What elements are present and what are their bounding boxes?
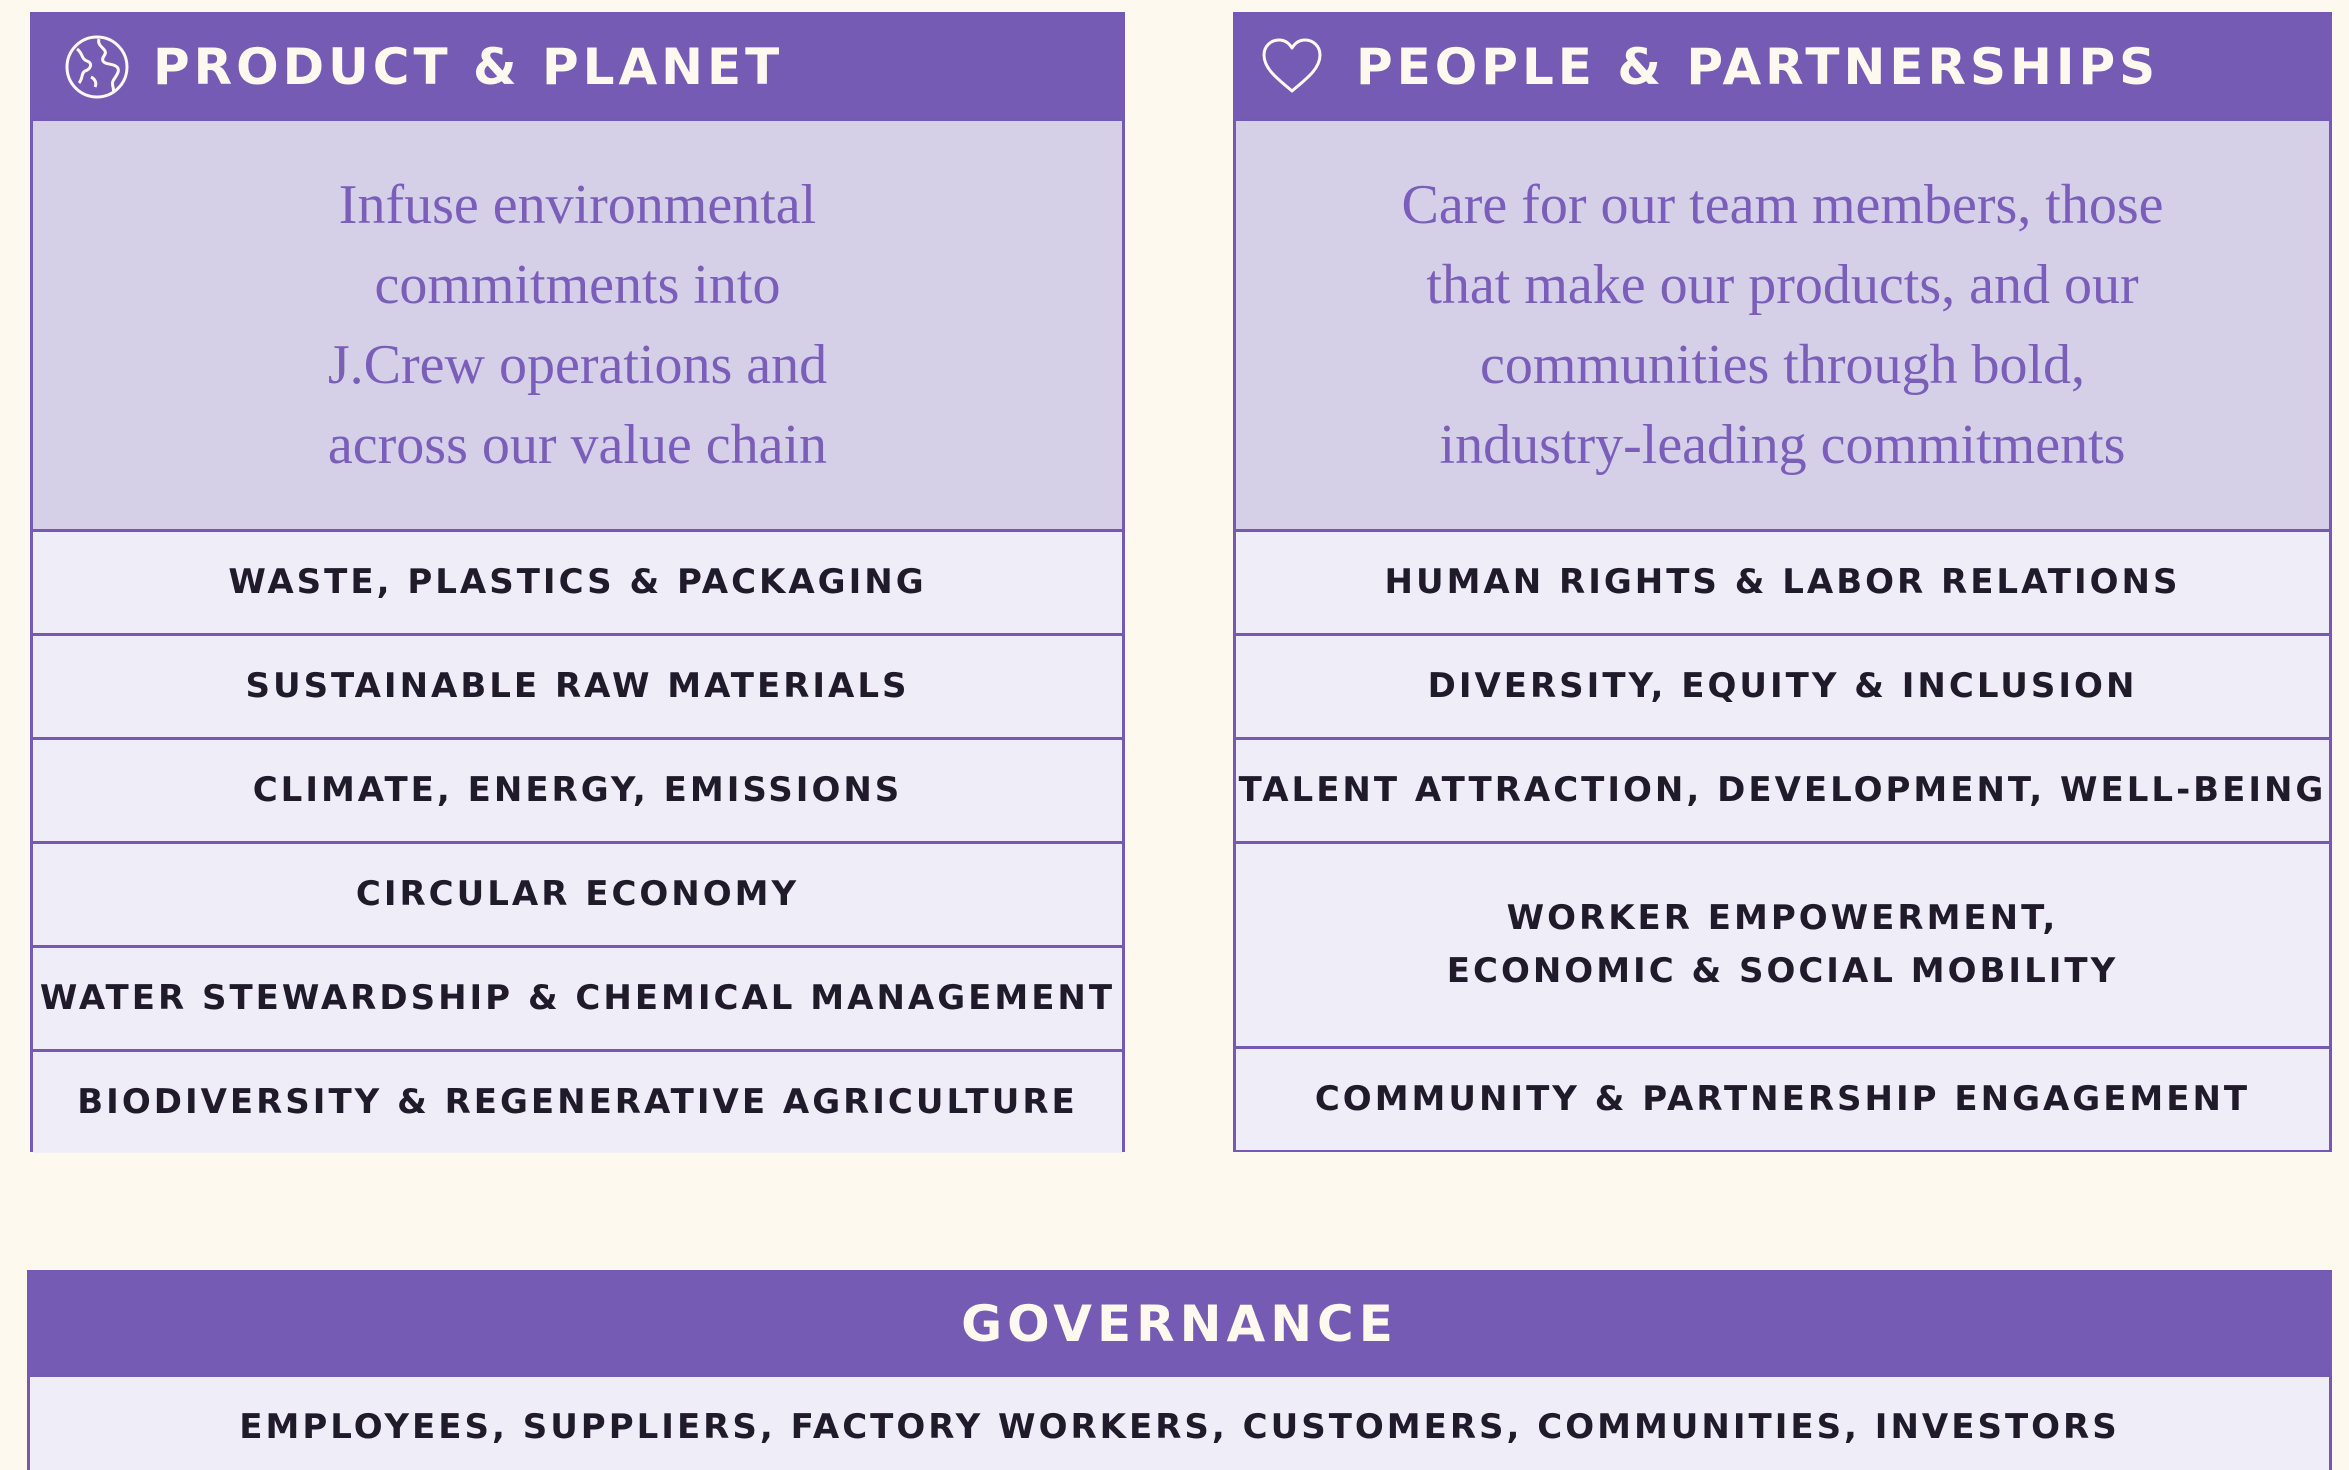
pillar-title: PRODUCT & PLANET [153,37,784,96]
description-line: commitments into [374,254,781,316]
governance-title: GOVERNANCE [30,1273,2329,1377]
focus-area: WATER STEWARDSHIP & CHEMICAL MANAGEMENT [33,948,1122,1052]
description-line: industry-leading commitments [1439,414,2126,476]
focus-area: WASTE, PLASTICS & PACKAGING [33,532,1122,636]
focus-area-line: WORKER EMPOWERMENT, [1506,898,2059,938]
pillar-header: PRODUCT & PLANET [33,15,1122,121]
description-line: communities through bold, [1479,334,2086,396]
description-line: across our value chain [327,414,828,476]
focus-area: COMMUNITY & PARTNERSHIP ENGAGEMENT [1236,1049,2329,1150]
focus-area: CLIMATE, ENERGY, EMISSIONS [33,740,1122,844]
focus-area: BIODIVERSITY & REGENERATIVE AGRICULTURE [33,1052,1122,1153]
focus-area-line: ECONOMIC & SOCIAL MOBILITY [1446,951,2119,991]
pillar-product-planet: PRODUCT & PLANET Infuse environmental co… [30,12,1125,1153]
governance-stakeholders: EMPLOYEES, SUPPLIERS, FACTORY WORKERS, C… [239,1407,2120,1447]
focus-area: WORKER EMPOWERMENT, ECONOMIC & SOCIAL MO… [1236,844,2329,1049]
focus-area: TALENT ATTRACTION, DEVELOPMENT, WELL-BEI… [1236,740,2329,844]
description-line: J.Crew operations and [327,334,828,396]
pillar-header: PEOPLE & PARTNERSHIPS [1236,15,2329,121]
focus-area: HUMAN RIGHTS & LABOR RELATIONS [1236,532,2329,636]
focus-area: SUSTAINABLE RAW MATERIALS [33,636,1122,740]
pillar-description: Care for our team members, those that ma… [1236,121,2329,532]
globe-icon [63,33,131,101]
focus-area: DIVERSITY, EQUITY & INCLUSION [1236,636,2329,740]
heart-icon [1258,33,1326,101]
governance-panel: GOVERNANCE EMPLOYEES, SUPPLIERS, FACTORY… [27,1270,2332,1470]
pillar-people-partnerships: PEOPLE & PARTNERSHIPS Care for our team … [1233,12,2332,1152]
pillar-title: PEOPLE & PARTNERSHIPS [1356,37,2160,96]
pillar-description: Infuse environmental commitments into J.… [33,121,1122,532]
description-line: that make our products, and our [1426,254,2139,316]
description-line: Infuse environmental [338,174,817,236]
focus-area: CIRCULAR ECONOMY [33,844,1122,948]
description-line: Care for our team members, those [1401,174,2164,236]
